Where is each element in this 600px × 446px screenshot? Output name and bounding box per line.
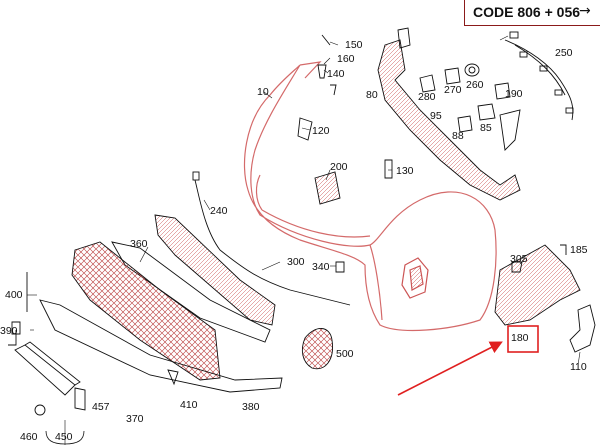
label-300: 300 — [287, 256, 305, 268]
label-390: 390 — [0, 325, 18, 337]
label-410: 410 — [180, 399, 198, 411]
label-380: 380 — [242, 401, 260, 413]
parking-sensors — [419, 63, 511, 133]
label-400: 400 — [5, 289, 23, 301]
bumper-cover — [243, 61, 497, 332]
clips — [297, 34, 393, 179]
code-arrow-icon: → — [579, 3, 591, 19]
label-10: 10 — [257, 86, 269, 98]
small-parts — [167, 244, 567, 386]
label-200: 200 — [330, 161, 348, 173]
label-110: 110 — [570, 361, 587, 373]
label-240: 240 — [210, 205, 228, 217]
label-80: 80 — [366, 89, 378, 101]
label-280: 280 — [418, 91, 436, 103]
label-500: 500 — [336, 348, 354, 360]
part-labels: 150 160 140 10 120 130 200 240 300 340 3… — [0, 39, 588, 443]
code-box — [464, 0, 600, 26]
label-140: 140 — [327, 68, 345, 80]
label-457: 457 — [92, 401, 110, 413]
label-260: 260 — [466, 79, 484, 91]
label-340: 340 — [312, 261, 330, 273]
label-130: 130 — [396, 165, 414, 177]
side-bracket — [494, 244, 581, 326]
highlight-box — [507, 325, 539, 353]
side-trim — [569, 304, 596, 353]
label-370: 370 — [126, 413, 144, 425]
label-190: 190 — [505, 88, 523, 100]
fog-grille — [301, 328, 333, 370]
label-95: 95 — [430, 110, 442, 122]
label-360: 360 — [130, 238, 148, 250]
label-180: 180 — [511, 332, 529, 344]
label-270: 270 — [444, 84, 462, 96]
label-120: 120 — [312, 125, 330, 137]
cable-240 — [192, 171, 351, 306]
label-460: 460 — [20, 431, 38, 443]
label-160: 160 — [337, 53, 355, 65]
leader-lines — [27, 35, 581, 445]
label-85: 85 — [480, 122, 492, 134]
label-250: 250 — [555, 47, 573, 59]
lower-trim — [39, 299, 283, 393]
label-88: 88 — [452, 130, 464, 142]
license-plate-bracket — [8, 330, 86, 416]
rod-400 — [11, 272, 28, 335]
wiring-harness — [504, 31, 574, 121]
bracket-450 — [45, 430, 85, 445]
label-450: 450 — [55, 431, 73, 443]
code-label: CODE 806 + 056 — [473, 4, 581, 20]
label-185: 185 — [570, 244, 588, 256]
highlight-arrow — [397, 341, 503, 396]
lower-grille — [71, 241, 221, 381]
label-150: 150 — [345, 39, 363, 51]
label-305: 305 — [510, 253, 528, 265]
upper-bracket — [377, 27, 521, 201]
